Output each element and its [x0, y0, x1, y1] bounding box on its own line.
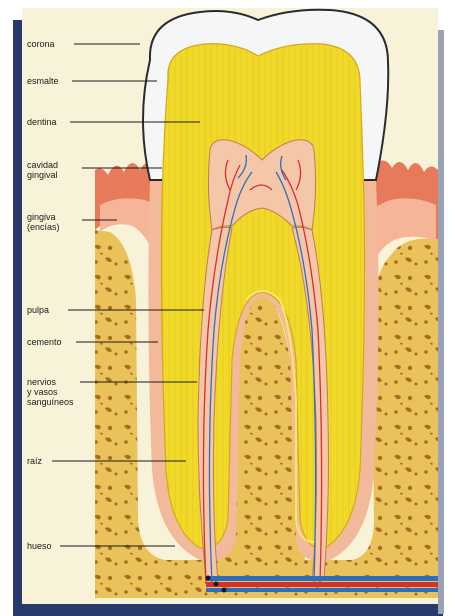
- bottom-vessels: [206, 576, 439, 593]
- label-cemento: cemento: [27, 337, 62, 347]
- frame-shadow-left: [13, 20, 23, 614]
- frame-shadow-right: [438, 30, 444, 614]
- label-nervios: nervios y vasos sanguíneos: [27, 377, 74, 407]
- label-esmalte: esmalte: [27, 76, 59, 86]
- label-cavidad-gingival: cavidad gingival: [27, 160, 58, 180]
- label-corona: corona: [27, 39, 55, 49]
- label-pulpa: pulpa: [27, 305, 49, 315]
- frame-shadow-bottom: [13, 604, 443, 616]
- label-dentina: dentina: [27, 117, 57, 127]
- label-gingiva: gingiva (encías): [27, 212, 60, 232]
- label-hueso: hueso: [27, 541, 52, 551]
- label-raiz: raíz: [27, 456, 42, 466]
